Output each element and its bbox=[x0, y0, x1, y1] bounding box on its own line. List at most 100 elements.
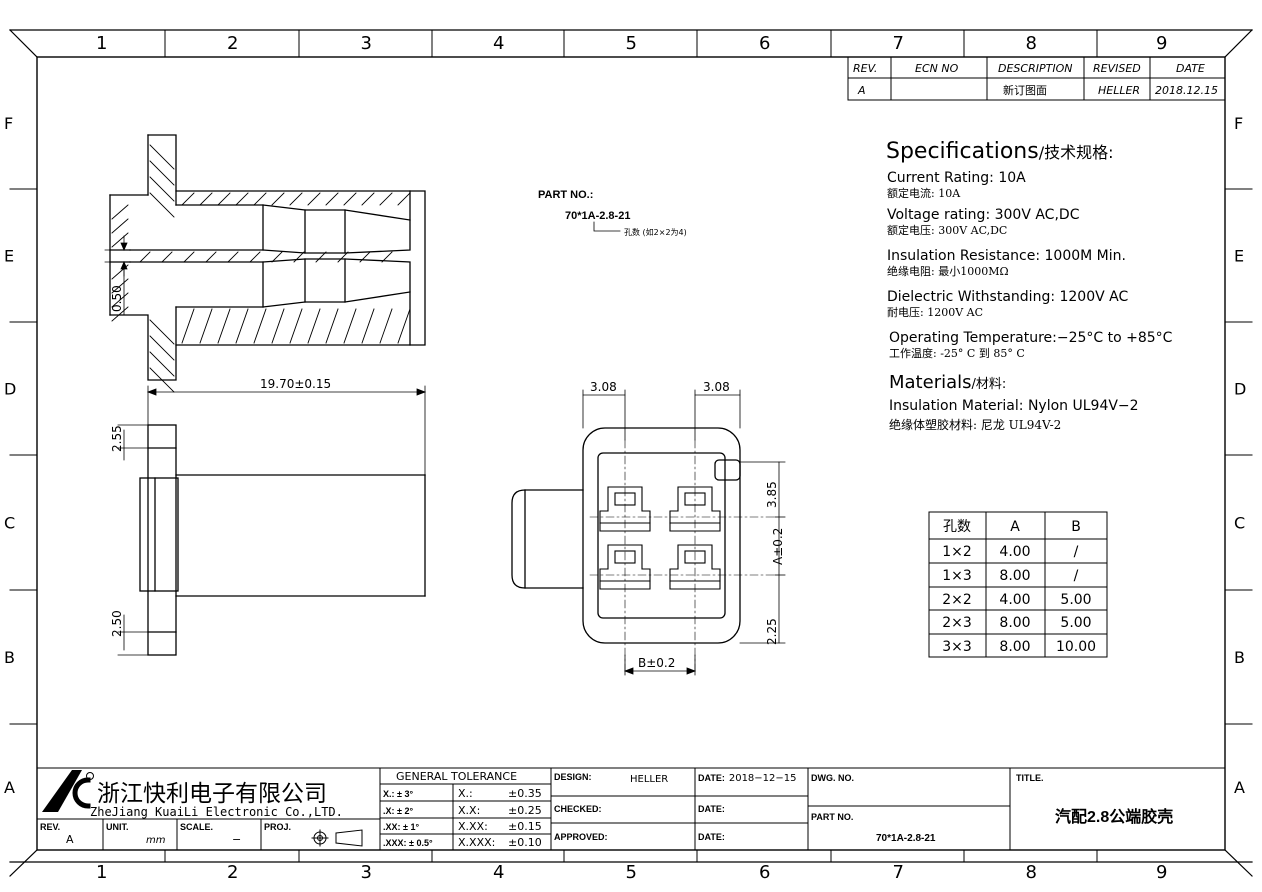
col-label-bottom: 3 bbox=[361, 862, 372, 883]
hatch-line bbox=[111, 218, 129, 234]
hatch-line bbox=[183, 251, 195, 263]
hatch-line bbox=[293, 251, 305, 263]
dim-flange-bottom-label: 2.50 bbox=[110, 610, 124, 637]
terminal-outline bbox=[669, 544, 721, 590]
design-label: DESIGN: bbox=[554, 772, 592, 782]
hatch-line bbox=[181, 192, 195, 206]
rev-value: A bbox=[66, 833, 74, 846]
part-callout-number: 70*1A-2.8-21 bbox=[565, 210, 630, 222]
col-label-top: 3 bbox=[361, 33, 372, 54]
row-label-left: B bbox=[4, 648, 15, 667]
hatch-line bbox=[149, 192, 175, 218]
part-number-callout: PART NO.: 70*1A-2.8-21 孔数 (如2×2为4) bbox=[538, 189, 687, 237]
company-logo bbox=[42, 770, 94, 812]
hatch-line bbox=[289, 192, 303, 206]
col-label-top: 6 bbox=[759, 33, 770, 54]
col-label-bottom: 1 bbox=[96, 862, 107, 883]
spec-item-3-cn: 耐电压: 1200V AC bbox=[887, 306, 983, 319]
size-table-header: A bbox=[1010, 519, 1020, 535]
materials-heading: Materials/材料: bbox=[889, 372, 1006, 393]
spec-item-3-en: Dielectric Withstanding: 1200V AC bbox=[887, 289, 1128, 305]
row-label-right: F bbox=[1234, 114, 1243, 133]
tolerance-angle-0: X.: ± 3° bbox=[383, 789, 413, 799]
size-table-cell: 1×2 bbox=[942, 544, 972, 560]
proj-label: PROJ. bbox=[264, 822, 291, 832]
title-block bbox=[36, 767, 1226, 851]
hatch-line bbox=[181, 308, 195, 344]
size-table-cell: / bbox=[1074, 544, 1079, 560]
hatch-line bbox=[217, 192, 231, 206]
dim-pitch-right-label: 3.08 bbox=[703, 380, 730, 394]
date-label-design: DATE: 2018−12−15 bbox=[698, 773, 797, 784]
terminal-cavity bbox=[669, 544, 721, 590]
title-label: TITLE. bbox=[1016, 773, 1044, 783]
hatch-line bbox=[149, 144, 175, 170]
front-view bbox=[511, 427, 741, 644]
tolerance-linear-label-3: X.XXX: bbox=[458, 836, 495, 849]
hatch-line bbox=[149, 351, 175, 377]
col-label-top: 2 bbox=[227, 33, 238, 54]
rev-row-revised: HELLER bbox=[1098, 84, 1140, 97]
rev-row-rev: A bbox=[857, 84, 866, 97]
size-table-cell: 5.00 bbox=[1060, 615, 1091, 631]
col-label-bottom: 7 bbox=[893, 862, 904, 883]
row-label-left: C bbox=[4, 514, 15, 533]
dimension-slot bbox=[104, 235, 131, 316]
hatch-line bbox=[397, 308, 411, 344]
dim-a-label: A±0.2 bbox=[771, 528, 785, 565]
hatch-line bbox=[199, 192, 213, 206]
section-hatching bbox=[111, 144, 411, 393]
terminal-cavity bbox=[599, 544, 651, 590]
tolerance-linear-label-1: X.X: bbox=[458, 804, 480, 817]
col-label-top: 5 bbox=[626, 33, 637, 54]
col-label-bottom: 6 bbox=[759, 862, 770, 883]
spec-item-2-cn: 绝缘电阻: 最小1000MΩ bbox=[887, 264, 1009, 278]
size-table-header: B bbox=[1071, 519, 1081, 535]
hatch-line bbox=[111, 306, 129, 322]
design-value: HELLER bbox=[630, 774, 668, 785]
front-view-centerlines bbox=[589, 439, 776, 671]
part-callout-note: 孔数 (如2×2为4) bbox=[624, 227, 687, 237]
date-label-design-text: DATE: bbox=[698, 773, 725, 783]
hatch-line bbox=[343, 308, 357, 344]
col-label-top: 7 bbox=[893, 33, 904, 54]
row-label-left: F bbox=[4, 114, 13, 133]
dim-b-label: B±0.2 bbox=[638, 656, 675, 670]
hatch-line bbox=[161, 251, 173, 263]
size-table-cell: 4.00 bbox=[999, 544, 1030, 560]
dimension-overall-length bbox=[146, 385, 427, 476]
rev-row-date: 2018.12.15 bbox=[1155, 84, 1218, 97]
dwg-no-label: DWG. NO. bbox=[811, 773, 854, 783]
rev-label: REV. bbox=[40, 822, 60, 832]
hatch-line bbox=[139, 251, 151, 263]
date-label-checked: DATE: bbox=[698, 804, 725, 814]
spec-heading-en: Specifications bbox=[886, 139, 1039, 164]
size-table-cell: 8.00 bbox=[999, 568, 1030, 584]
dim-flange-top-label: 2.55 bbox=[110, 425, 124, 452]
row-divisions bbox=[9, 188, 1253, 725]
hatch-line bbox=[359, 251, 371, 263]
hatch-line bbox=[397, 192, 411, 206]
unit-value: mm bbox=[146, 835, 166, 846]
size-table-cell: 8.00 bbox=[999, 639, 1030, 655]
scale-label: SCALE. bbox=[180, 822, 213, 832]
hatch-line bbox=[361, 192, 375, 206]
terminal-cavities bbox=[599, 486, 721, 590]
tolerance-linear-label-0: X.: bbox=[458, 787, 473, 800]
material-0-en: Insulation Material: Nylon UL94V−2 bbox=[889, 398, 1139, 414]
column-divisions bbox=[164, 29, 1098, 863]
hatch-line bbox=[381, 251, 393, 263]
terminal-outline bbox=[669, 486, 721, 532]
spec-heading-cn: /技术规格: bbox=[1039, 143, 1114, 162]
spec-item-4-cn: 工作温度: -25° C 到 85° C bbox=[889, 346, 1025, 360]
hatch-line bbox=[253, 192, 267, 206]
hatch-line bbox=[337, 251, 349, 263]
date-value-design: 2018−12−15 bbox=[729, 773, 797, 784]
unit-label: UNIT. bbox=[106, 822, 129, 832]
tolerance-heading: GENERAL TOLERANCE bbox=[396, 770, 517, 783]
tolerance-angle-3: .XXX: ± 0.5° bbox=[383, 838, 433, 848]
materials-heading-cn: /材料: bbox=[972, 377, 1007, 392]
row-label-left: A bbox=[4, 778, 15, 797]
